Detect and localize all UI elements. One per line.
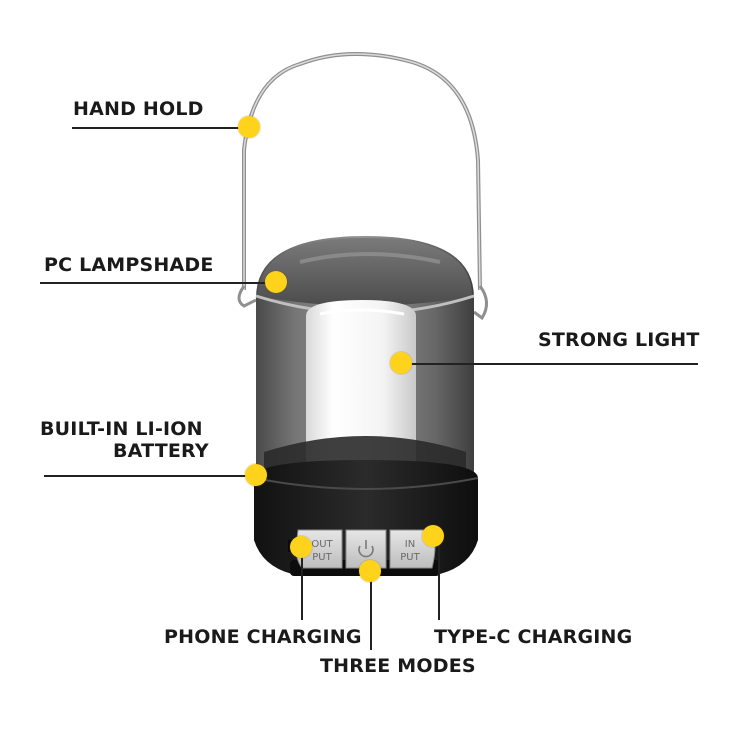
input-label-1: IN (405, 539, 415, 550)
strong-light-dot (390, 352, 412, 374)
type-c-charging-dot (422, 525, 444, 547)
hand-hold-dot (238, 116, 260, 138)
strong-light-leader (400, 363, 698, 365)
strong-light-label: STRONG LIGHT (538, 329, 700, 351)
battery-leader (44, 475, 256, 477)
power-icon (358, 540, 374, 558)
battery-label-line2: BATTERY (113, 440, 209, 462)
phone-charging-leader (301, 547, 303, 620)
hand-hold-label: HAND HOLD (73, 98, 204, 120)
pc-lampshade-label: PC LAMPSHADE (44, 254, 214, 276)
battery-label-line1: BUILT-IN LI-ION (40, 418, 203, 440)
phone-charging-dot (290, 536, 312, 558)
phone-charging-label: PHONE CHARGING (164, 626, 362, 648)
three-modes-leader (370, 571, 372, 650)
three-modes-label: THREE MODES (320, 655, 476, 677)
type-c-charging-leader (438, 536, 440, 620)
hand-hold-leader (72, 127, 249, 129)
three-modes-dot (359, 560, 381, 582)
output-label-2: PUT (312, 552, 332, 563)
output-label-1: OUT (311, 539, 333, 550)
pc-lampshade-dot (265, 271, 287, 293)
pc-lampshade-leader (40, 282, 276, 284)
lampshade-dome (258, 238, 472, 306)
battery-dot (245, 464, 267, 486)
input-label-2: PUT (400, 552, 420, 563)
type-c-charging-label: TYPE-C CHARGING (434, 626, 633, 648)
